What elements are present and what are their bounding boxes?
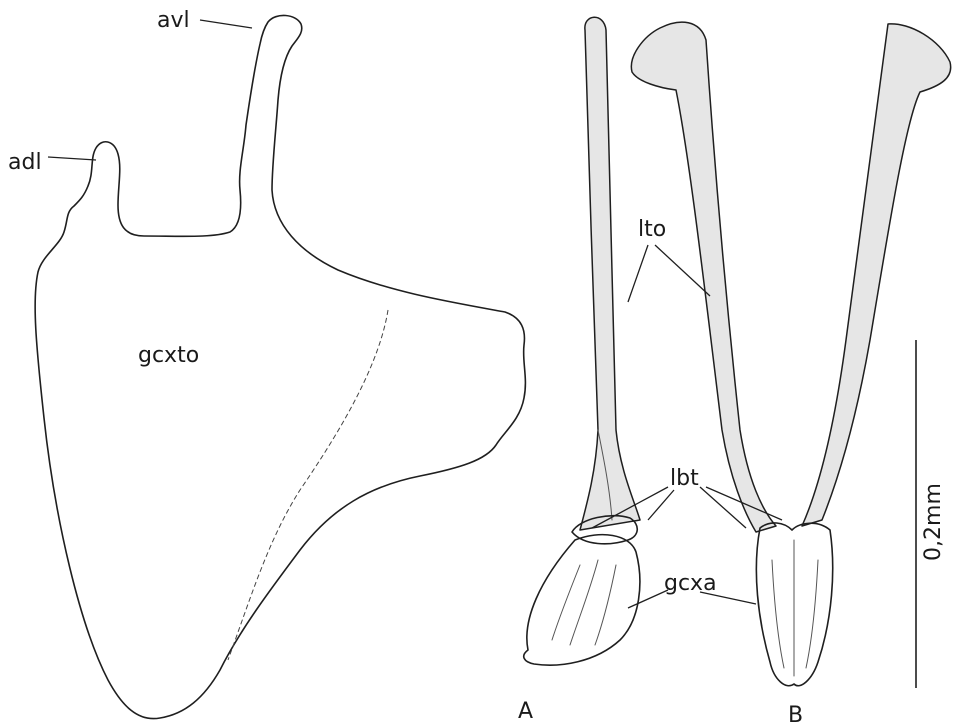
gcxto-inner-ridge [228,310,388,660]
label-lto: lto [638,217,666,242]
gcxa-b [756,523,832,686]
label-adl: adl [8,150,42,175]
leader-gcxa-a [628,590,668,608]
gcxa-a [524,535,640,666]
leader-lto-a [628,245,648,302]
scale-bar-label: 0,2mm [921,483,946,561]
specimen-a [524,17,640,665]
leader-lbt-a2 [648,490,674,520]
gcxto-structure [35,15,525,718]
label-gcxto: gcxto [138,343,199,368]
leader-adl [48,157,96,160]
lto-right-b [802,24,951,526]
label-lbt: lbt [670,466,699,491]
label-view-b: B [788,703,803,728]
leader-lines [48,20,782,608]
leader-avl [200,20,252,28]
gcxto-outline [35,15,525,718]
lto-rod-a [580,17,640,530]
label-gcxa: gcxa [664,571,717,596]
label-view-a: A [518,699,533,724]
lto-left-b [631,22,776,532]
label-avl: avl [157,8,190,33]
scale-bar: 0,2mm [916,340,946,688]
